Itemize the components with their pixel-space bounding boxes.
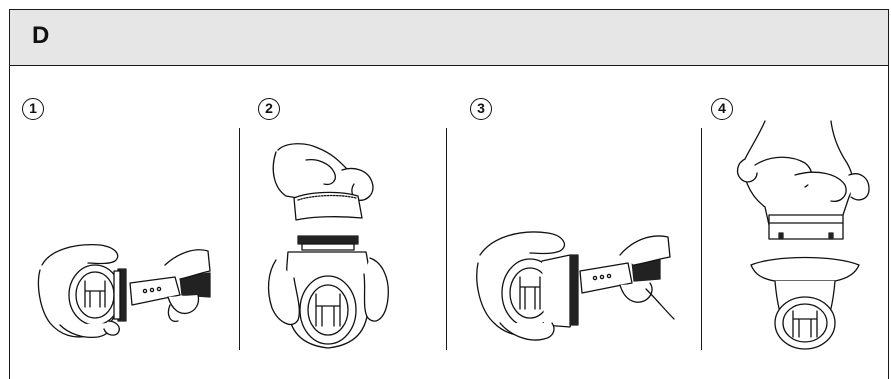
- step-number-4: 4: [711, 98, 733, 120]
- step-divider-2: [446, 128, 447, 350]
- section-letter: D: [32, 22, 49, 50]
- step-number-2: 2: [258, 98, 280, 120]
- step-1-illustration: [30, 225, 210, 355]
- step-divider-1: [239, 128, 240, 350]
- step-number-1: 1: [22, 98, 44, 120]
- step-divider-3: [701, 128, 702, 350]
- section-header: D: [10, 10, 888, 66]
- step-number-3: 3: [470, 98, 492, 120]
- step-3-illustration: [470, 215, 675, 355]
- step-4-illustration: [735, 115, 875, 360]
- step-2-illustration: [258, 140, 408, 360]
